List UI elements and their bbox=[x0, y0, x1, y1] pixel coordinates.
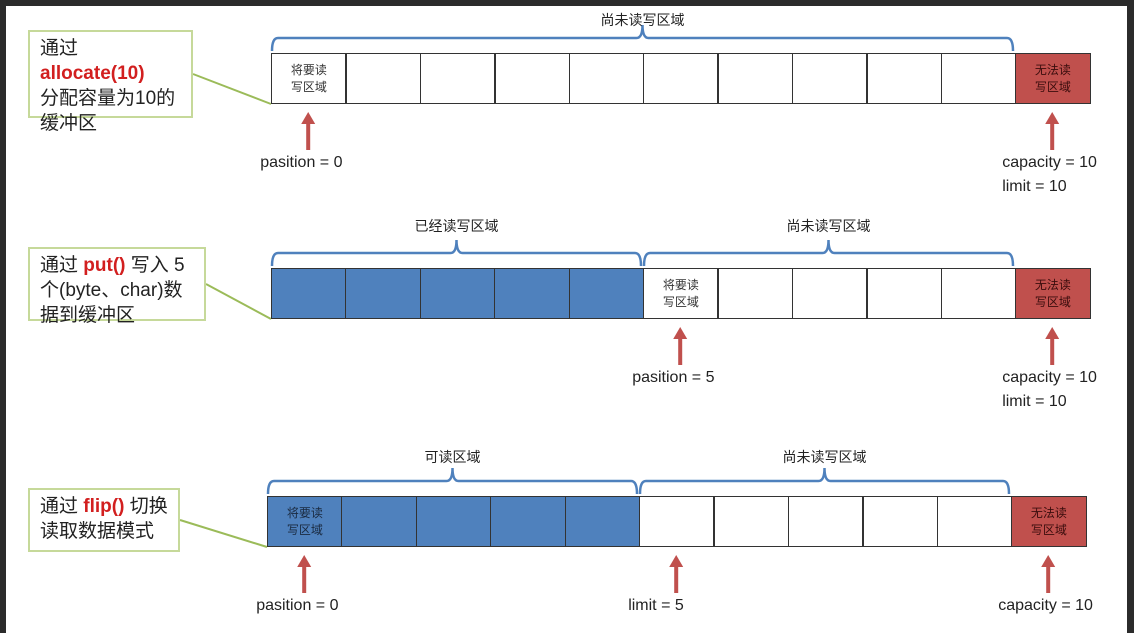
buffer-cell-unread: 将要读写区域 bbox=[643, 268, 719, 319]
buffer-cell-unread bbox=[940, 53, 1017, 104]
buffer-cell-written bbox=[568, 268, 645, 319]
cell-label: 将要读写区域 bbox=[290, 62, 327, 94]
region-label: 尚未读写区域 bbox=[600, 12, 685, 28]
buffer-cell-unread bbox=[717, 53, 794, 104]
cell-label: 无法读写区域 bbox=[1034, 277, 1071, 309]
buffer-cell-unread bbox=[791, 53, 868, 104]
caption-method: flip() bbox=[83, 496, 125, 517]
stage-caption: 通过 flip() 切换读取数据模式 bbox=[28, 488, 180, 552]
pointer-label: capacity = 10 limit = 10 bbox=[1002, 366, 1097, 414]
caption-suffix: 写入 5 bbox=[125, 255, 185, 276]
caption-line: 缓冲区 bbox=[40, 113, 98, 134]
pointer-value: pasition = 5 bbox=[632, 369, 715, 386]
buffer-cell-invalid: 无法读写区域 bbox=[1011, 496, 1087, 547]
caption-suffix: 切换 bbox=[124, 496, 168, 517]
caption-line: 读取数据模式 bbox=[40, 521, 155, 542]
region-label: 可读区域 bbox=[424, 449, 481, 465]
caption-line: 据到缓冲区 bbox=[40, 305, 136, 326]
stage-caption: 通过 allocate(10)分配容量为10的缓冲区 bbox=[28, 30, 193, 134]
buffer-cell-unread bbox=[936, 496, 1013, 547]
pointer-label: capacity = 10 bbox=[998, 594, 1093, 618]
buffer-cell-unread: 将要读写区域 bbox=[271, 53, 347, 104]
buffer-cell-written bbox=[345, 268, 422, 319]
buffer-cell-readable bbox=[415, 496, 492, 547]
cell-label: 将要读写区域 bbox=[286, 505, 323, 537]
region-label: 尚未读写区域 bbox=[786, 218, 871, 234]
buffer-cell-unread bbox=[862, 496, 939, 547]
buffer-cell-readable: 将要读写区域 bbox=[267, 496, 343, 547]
buffer-cell-unread bbox=[639, 496, 715, 547]
pointer-value: capacity = 10 bbox=[1002, 369, 1097, 386]
buffer-cell-readable bbox=[341, 496, 418, 547]
cell-label: 无法读写区域 bbox=[1030, 505, 1067, 537]
buffer-cell-written bbox=[271, 268, 347, 319]
caption-line: 通过 put() 写入 5 bbox=[40, 253, 194, 278]
pointer-label: pasition = 5 bbox=[632, 366, 714, 390]
buffer-cell-unread bbox=[940, 268, 1017, 319]
buffer-cell-unread bbox=[643, 53, 719, 104]
caption-prefix: 通过 bbox=[40, 255, 84, 276]
region-label: 尚未读写区域 bbox=[782, 449, 867, 465]
buffer-cell-unread bbox=[713, 496, 790, 547]
pointer-value: limit = 10 bbox=[1002, 178, 1067, 195]
buffer-cell-unread bbox=[494, 53, 571, 104]
caption-prefix: 通过 bbox=[40, 496, 84, 517]
pointer-value: capacity = 10 bbox=[1002, 154, 1097, 171]
pointer-label: pasition = 0 bbox=[256, 594, 338, 618]
region-label: 已经读写区域 bbox=[414, 218, 499, 234]
caption-line: 通过 flip() 切换 bbox=[40, 494, 168, 519]
pointer-value: pasition = 0 bbox=[256, 597, 339, 614]
cell-label: 将要读写区域 bbox=[662, 277, 699, 309]
buffer-cell-invalid: 无法读写区域 bbox=[1015, 53, 1091, 104]
buffer-cell-invalid: 无法读写区域 bbox=[1015, 268, 1091, 319]
caption-method: put() bbox=[83, 255, 126, 276]
caption-line: 通过 allocate(10) bbox=[40, 36, 181, 86]
pointer-label: limit = 5 bbox=[628, 594, 684, 618]
buffer-cell-unread bbox=[345, 53, 422, 104]
buffer-cell-unread bbox=[866, 53, 943, 104]
buffer-cell-written bbox=[419, 268, 496, 319]
pointer-label: capacity = 10 limit = 10 bbox=[1002, 151, 1097, 199]
buffer-cell-unread bbox=[717, 268, 794, 319]
buffer-cell-readable bbox=[564, 496, 641, 547]
caption-prefix: 通过 bbox=[40, 38, 79, 59]
pointer-label: pasition = 0 bbox=[260, 151, 342, 175]
caption-method: allocate(10) bbox=[40, 63, 145, 84]
buffer-cell-unread bbox=[419, 53, 496, 104]
cell-label: 无法读写区域 bbox=[1034, 62, 1071, 94]
pointer-value: limit = 10 bbox=[1002, 393, 1067, 410]
caption-line: 分配容量为10的 bbox=[40, 88, 176, 109]
pointer-value: capacity = 10 bbox=[998, 597, 1093, 614]
buffer-cell-unread bbox=[791, 268, 868, 319]
buffer-cell-written bbox=[494, 268, 571, 319]
buffer-cell-unread bbox=[866, 268, 943, 319]
pointer-value: pasition = 0 bbox=[260, 154, 343, 171]
caption-line: 个(byte、char)数 bbox=[40, 280, 183, 301]
pointer-value: limit = 5 bbox=[628, 597, 684, 614]
buffer-cell-unread bbox=[568, 53, 645, 104]
buffer-cell-unread bbox=[787, 496, 864, 547]
buffer-cell-readable bbox=[490, 496, 567, 547]
